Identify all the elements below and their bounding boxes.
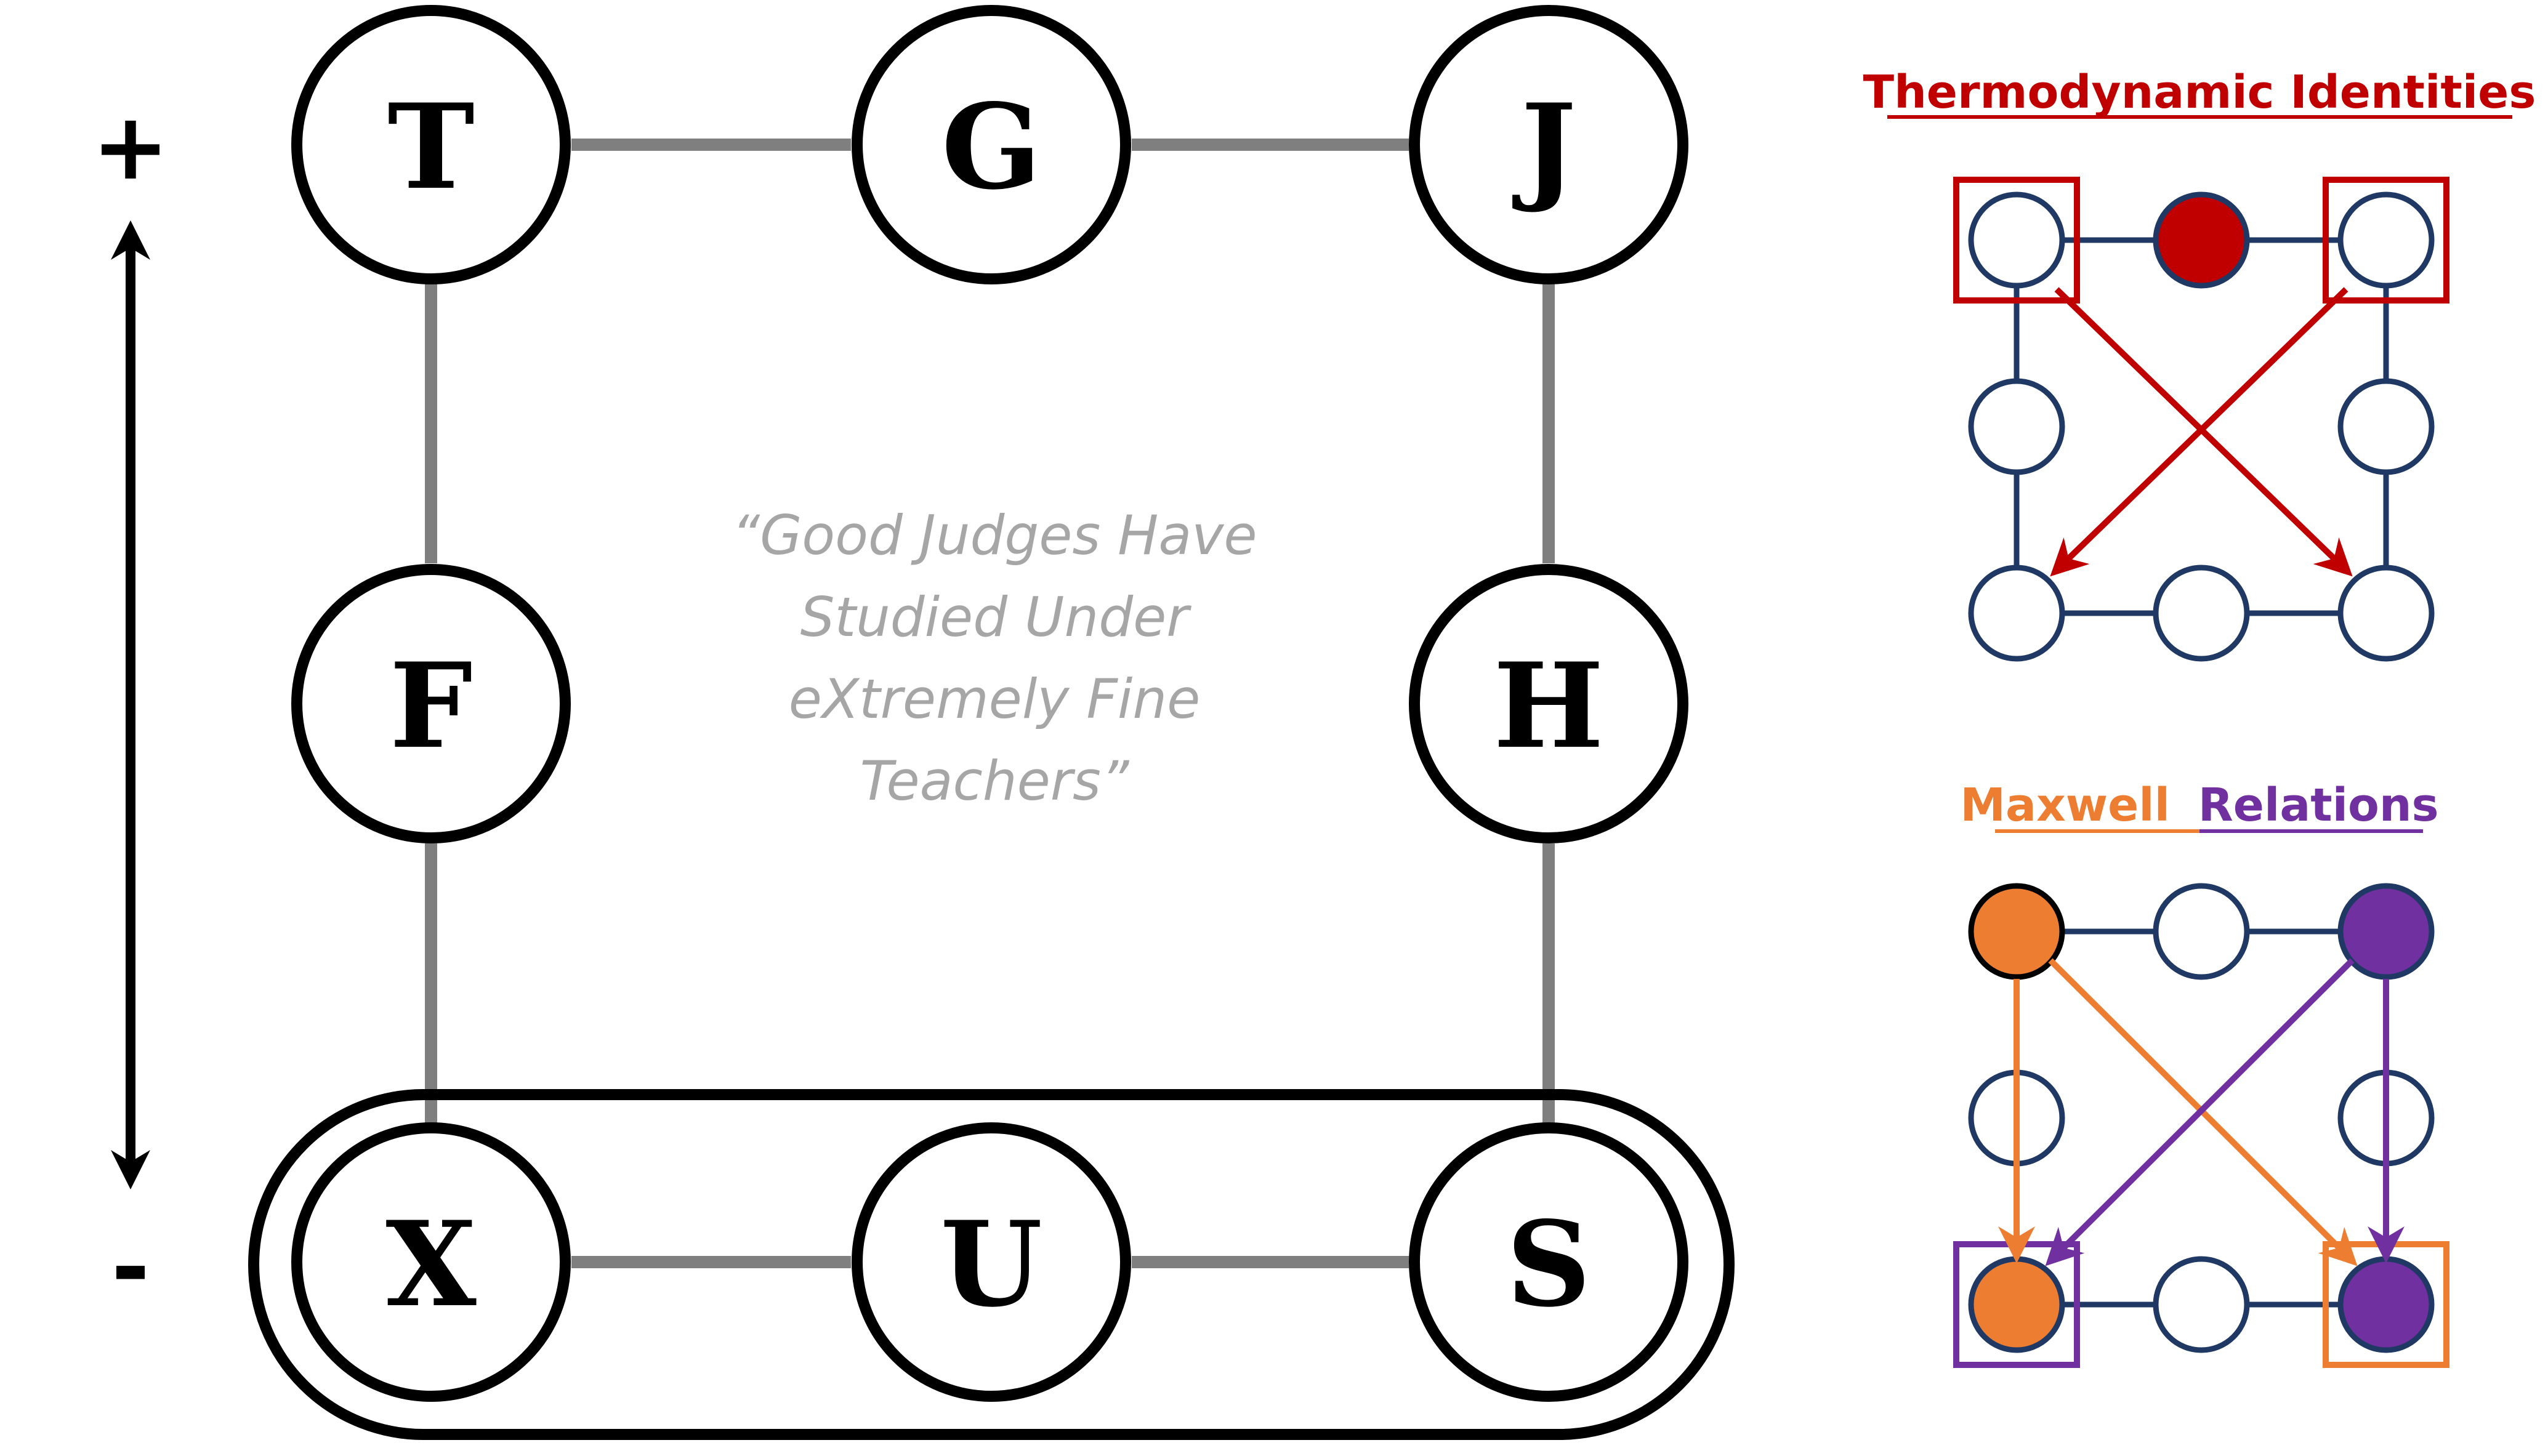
node-T: T [291, 5, 571, 284]
node-T-label: T [387, 78, 474, 215]
mnemonic-text: “Good Judges Have Studied Under eXtremel… [732, 504, 1257, 813]
node-J-label: J [1512, 78, 1576, 215]
maxwell-title-part1: Maxwell [1960, 779, 2170, 832]
maxwell-mini-node-bot-right [2337, 1256, 2435, 1353]
thermo-mini-node-top-left [1968, 191, 2065, 289]
mnemonic-line-1: “Good Judges Have [732, 504, 1257, 567]
node-H: H [1409, 564, 1688, 843]
node-X-label: X [385, 1196, 477, 1333]
bottom-row-enclosure [248, 1089, 1735, 1440]
maxwell-mini-nodes [1968, 883, 2435, 1353]
maxwell-mini-node-bot-left [1968, 1256, 2065, 1353]
maxwell-relations-panel: Maxwell Relations [1953, 779, 2449, 1368]
maxwell-title: Maxwell Relations [1960, 779, 2438, 832]
main-edges [425, 139, 1555, 1268]
maxwell-mini-node-bot-mid [2153, 1256, 2250, 1353]
thermo-mini-node-mid-right [2337, 378, 2435, 475]
vertical-axis: + - [92, 94, 169, 1321]
thermo-title: Thermodynamic Identities [1863, 66, 2536, 119]
thermo-highlight-top-left [1953, 177, 2080, 304]
thermo-mini-nodes [1968, 191, 2435, 662]
thermo-mini-node-bot-left [1968, 565, 2065, 662]
mnemonic-line-4: Teachers” [860, 749, 1130, 813]
node-U-label: U [940, 1196, 1042, 1333]
thermo-mini-node-top-mid [2153, 191, 2250, 289]
axis-bottom-sign: - [111, 1214, 150, 1321]
node-S: S [1409, 1122, 1688, 1402]
node-J: J [1409, 5, 1688, 284]
node-F: F [291, 564, 571, 843]
thermo-mini-node-bot-right [2337, 565, 2435, 662]
maxwell-mini-edges [2014, 928, 2389, 1308]
node-X: X [291, 1122, 571, 1402]
thermo-identities-panel: Thermodynamic Identities [1863, 66, 2536, 662]
node-H-label: H [1493, 637, 1604, 774]
thermo-mini-node-bot-mid [2153, 565, 2250, 662]
node-S-label: S [1506, 1196, 1590, 1333]
node-U: U [852, 1122, 1131, 1402]
axis-top-sign: + [92, 94, 169, 201]
maxwell-mini-node-top-mid [2153, 883, 2250, 980]
thermo-mini-node-mid-left [1968, 378, 2065, 475]
main-square: T G J F H X U S “ [248, 5, 1735, 1440]
node-G: G [852, 5, 1131, 284]
maxwell-mini-node-top-right [2337, 883, 2435, 980]
thermo-arrow-tr-to-bl [2050, 287, 2348, 577]
node-F-label: F [390, 637, 473, 774]
mnemonic-line-3: eXtremely Fine [789, 667, 1201, 731]
maxwell-arrow-purple-diagonal [2045, 958, 2355, 1266]
mnemonic-line-2: Studied Under [800, 585, 1192, 649]
thermo-highlight-top-right [2323, 177, 2449, 304]
thermo-mini-node-top-right [2337, 191, 2435, 289]
maxwell-mini-node-top-left [1968, 883, 2065, 980]
maxwell-title-part2: Relations [2198, 779, 2439, 832]
node-G-label: G [941, 78, 1041, 215]
